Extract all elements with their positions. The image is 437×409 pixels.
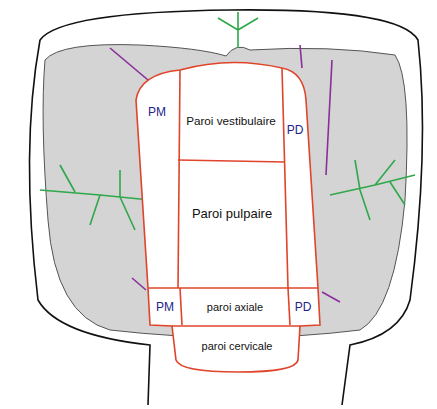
wall-abbreviation: PM — [156, 300, 174, 314]
wall-abbreviation: PD — [295, 300, 312, 314]
wall-region: Paroi vestibulaire — [182, 95, 280, 147]
wall-name: Paroi vestibulaire — [186, 114, 276, 127]
wall-name: paroi axiale — [207, 301, 263, 314]
cavity-outline — [136, 62, 320, 372]
wall-region: Paroi pulpaire — [182, 188, 282, 240]
wall-region: paroi axiale — [184, 296, 286, 318]
wall-region: paroi cervicale — [178, 333, 296, 359]
wall-abbreviation: PD — [287, 123, 304, 137]
wall-name: Paroi pulpaire — [192, 207, 272, 222]
wall-limits — [148, 68, 318, 326]
tooth-outline — [29, 10, 422, 405]
wall-name: paroi cervicale — [202, 340, 273, 353]
wall-abbreviation: PM — [148, 105, 166, 119]
